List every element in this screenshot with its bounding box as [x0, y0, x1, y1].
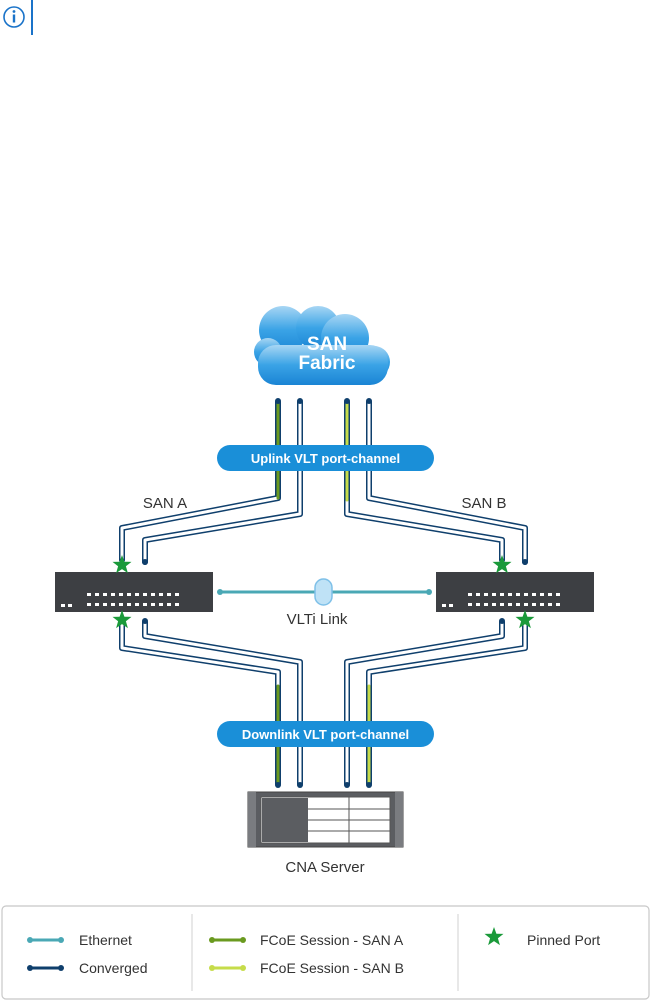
uplink-label: Uplink VLT port-channel	[251, 451, 400, 466]
port-dots	[142, 398, 528, 788]
uplink-left-outer-cable	[119, 399, 281, 563]
star-icon	[112, 555, 132, 574]
cna-server-label: CNA Server	[285, 859, 364, 876]
star-icon	[484, 927, 504, 946]
legend-item-fcoe-san-b: FCoE Session - SAN B	[209, 960, 404, 976]
legend: Ethernet Converged FCoE Session - SAN A …	[1, 905, 650, 1000]
pinned-port-stars	[112, 555, 535, 629]
legend-fcoe-san-b-label: FCoE Session - SAN B	[260, 960, 404, 976]
san-b-label: SAN B	[461, 495, 506, 512]
star-icon	[112, 610, 132, 629]
legend-fcoe-san-a-label: FCoE Session - SAN A	[260, 932, 404, 948]
legend-converged-label: Converged	[79, 960, 148, 976]
star-icon	[492, 555, 512, 574]
vlti-end-dots	[217, 589, 432, 595]
legend-ethernet-label: Ethernet	[79, 932, 132, 948]
legend-item-pinned-port: Pinned Port	[484, 927, 600, 948]
downlink-label: Downlink VLT port-channel	[242, 727, 409, 742]
network-switch-icon	[55, 572, 213, 612]
star-icon	[515, 610, 535, 629]
legend-item-converged: Converged	[27, 960, 148, 976]
cloud-icon: SAN Fabric	[254, 306, 390, 385]
legend-item-ethernet: Ethernet	[27, 932, 132, 948]
vlti-link-label: VLTi Link	[287, 611, 348, 628]
legend-pinned-port-label: Pinned Port	[527, 932, 600, 948]
network-switch-icon	[436, 572, 594, 612]
downlink-port-channel-pill: Downlink VLT port-channel	[217, 721, 434, 747]
san-a-label: SAN A	[143, 495, 187, 512]
info-circle-icon	[3, 0, 33, 35]
vlti-capsule	[314, 578, 333, 606]
legend-item-fcoe-san-a: FCoE Session - SAN A	[209, 932, 404, 948]
san-fabric-label-line1: SAN	[307, 334, 347, 355]
san-fabric-label-line2: Fabric	[298, 353, 355, 374]
uplink-port-channel-pill: Uplink VLT port-channel	[217, 445, 434, 471]
server-icon	[247, 791, 404, 848]
